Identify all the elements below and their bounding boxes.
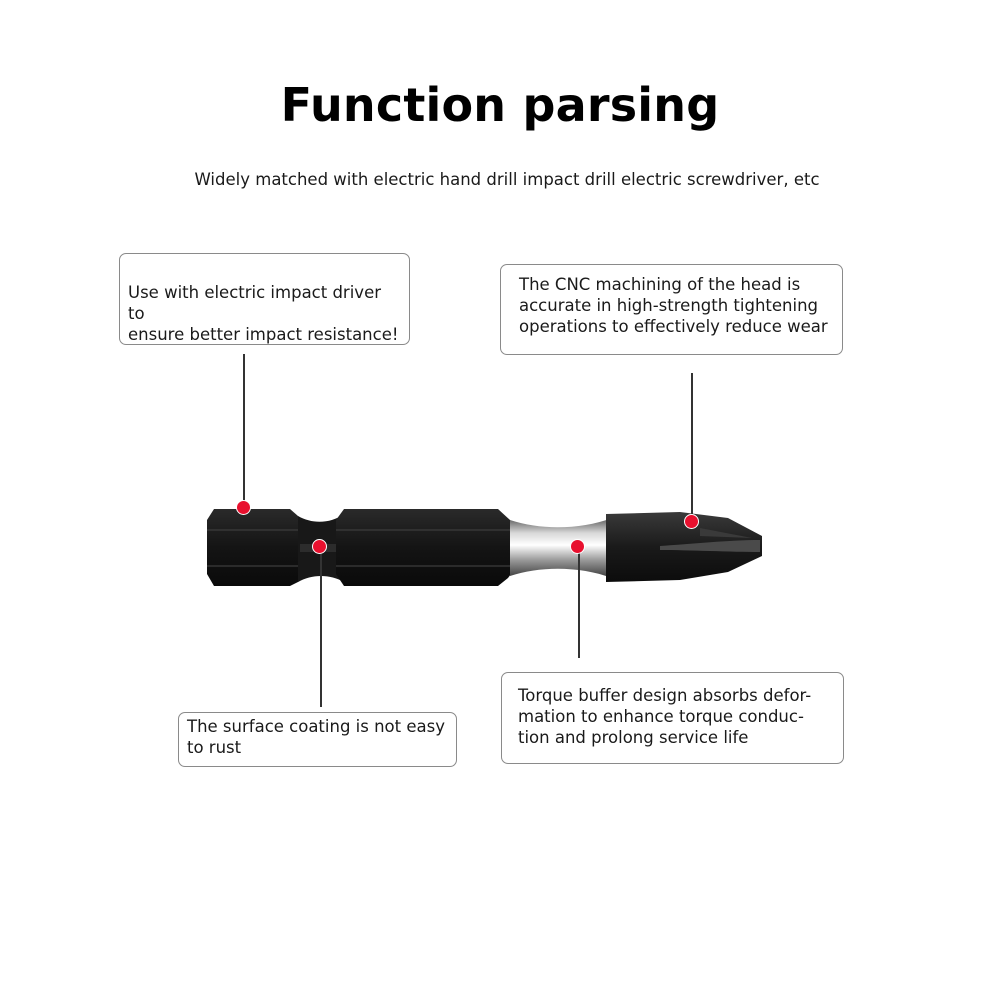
page-subtitle: Widely matched with electric hand drill … (194, 170, 820, 189)
leader-line-impact (243, 354, 245, 507)
callout-cnc-machining: The CNC machining of the head is accurat… (500, 264, 843, 355)
callout-torque-buffer: Torque buffer design absorbs defor- mati… (501, 672, 844, 764)
red-dot-marker-coating (312, 539, 327, 554)
callout-impact-resistance: Use with electric impact driver to ensur… (119, 253, 410, 345)
hex-shank (207, 509, 310, 586)
red-dot-marker-impact (236, 500, 251, 515)
phillips-tip (606, 512, 762, 582)
torsion-zone (510, 518, 612, 578)
red-dot-marker-torque (570, 539, 585, 554)
callout-surface-coating: The surface coating is not easy to rust (178, 712, 457, 767)
red-dot-marker-cnc (684, 514, 699, 529)
leader-line-coating (320, 547, 322, 707)
hex-body (336, 509, 514, 586)
leader-line-cnc (691, 373, 693, 522)
leader-line-torque (578, 547, 580, 658)
page-title: Function parsing (280, 78, 720, 132)
